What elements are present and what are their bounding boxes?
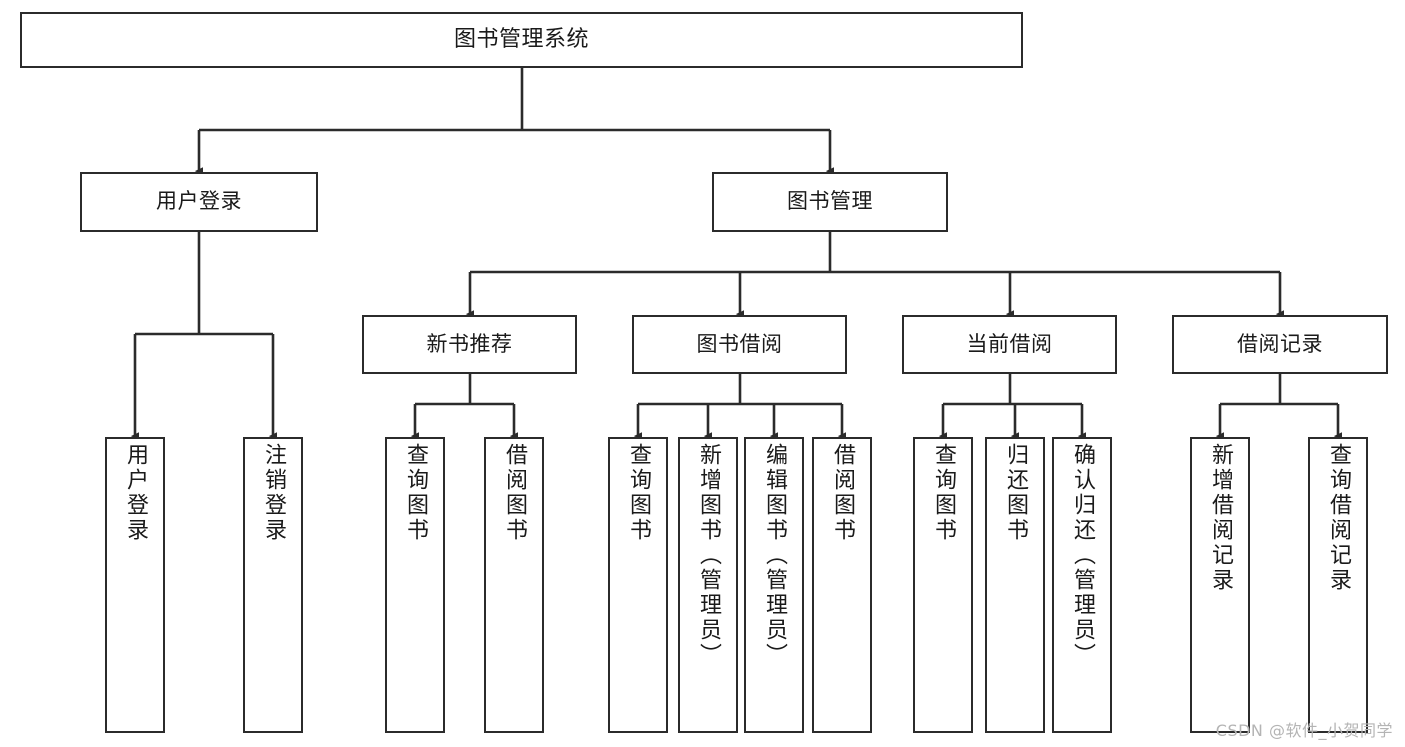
node-leaf-borrow-3[interactable]: 编辑图书（管理员）	[744, 437, 804, 733]
node-label: 用户登录	[123, 443, 148, 543]
node-label: 查询图书	[403, 443, 428, 543]
node-leaf-current-2[interactable]: 归还图书	[985, 437, 1045, 733]
node-label: 图书管理系统	[453, 27, 589, 53]
node-label: 查询图书	[626, 443, 651, 543]
node-leaf-login-1[interactable]: 用户登录	[105, 437, 165, 733]
node-label: 借阅图书	[830, 443, 855, 543]
node-records[interactable]: 借阅记录	[1172, 315, 1388, 374]
node-root[interactable]: 图书管理系统	[20, 12, 1023, 68]
node-leaf-borrow-1[interactable]: 查询图书	[608, 437, 668, 733]
node-label: 当前借阅	[966, 331, 1053, 356]
node-leaf-records-2[interactable]: 查询借阅记录	[1308, 437, 1368, 733]
node-leaf-newbook-1[interactable]: 查询图书	[385, 437, 445, 733]
node-label: 查询借阅记录	[1326, 443, 1351, 593]
node-borrow[interactable]: 图书借阅	[632, 315, 847, 374]
node-label: 注销登录	[261, 443, 286, 543]
node-newbook[interactable]: 新书推荐	[362, 315, 577, 374]
node-label: 新增图书（管理员）	[696, 443, 721, 668]
node-current[interactable]: 当前借阅	[902, 315, 1117, 374]
node-bookmgmt[interactable]: 图书管理	[712, 172, 948, 232]
node-label: 用户登录	[156, 189, 242, 214]
node-leaf-borrow-2[interactable]: 新增图书（管理员）	[678, 437, 738, 733]
node-leaf-newbook-2[interactable]: 借阅图书	[484, 437, 544, 733]
node-label: 归还图书	[1003, 443, 1028, 543]
node-label: 新增借阅记录	[1208, 443, 1233, 593]
node-label: 图书借阅	[696, 331, 783, 356]
node-label: 确认归还（管理员）	[1070, 443, 1095, 668]
node-leaf-borrow-4[interactable]: 借阅图书	[812, 437, 872, 733]
node-label: 借阅记录	[1237, 331, 1323, 356]
node-leaf-records-1[interactable]: 新增借阅记录	[1190, 437, 1250, 733]
node-label: 图书管理	[787, 189, 873, 214]
node-label: 新书推荐	[426, 331, 513, 356]
node-leaf-current-3[interactable]: 确认归还（管理员）	[1052, 437, 1112, 733]
node-label: 借阅图书	[502, 443, 527, 543]
node-leaf-current-1[interactable]: 查询图书	[913, 437, 973, 733]
node-label: 查询图书	[931, 443, 956, 543]
node-leaf-login-2[interactable]: 注销登录	[243, 437, 303, 733]
node-login[interactable]: 用户登录	[80, 172, 318, 232]
csdn-watermark: CSDN @软件_小贺同学	[1215, 721, 1393, 740]
node-label: 编辑图书（管理员）	[762, 443, 787, 668]
